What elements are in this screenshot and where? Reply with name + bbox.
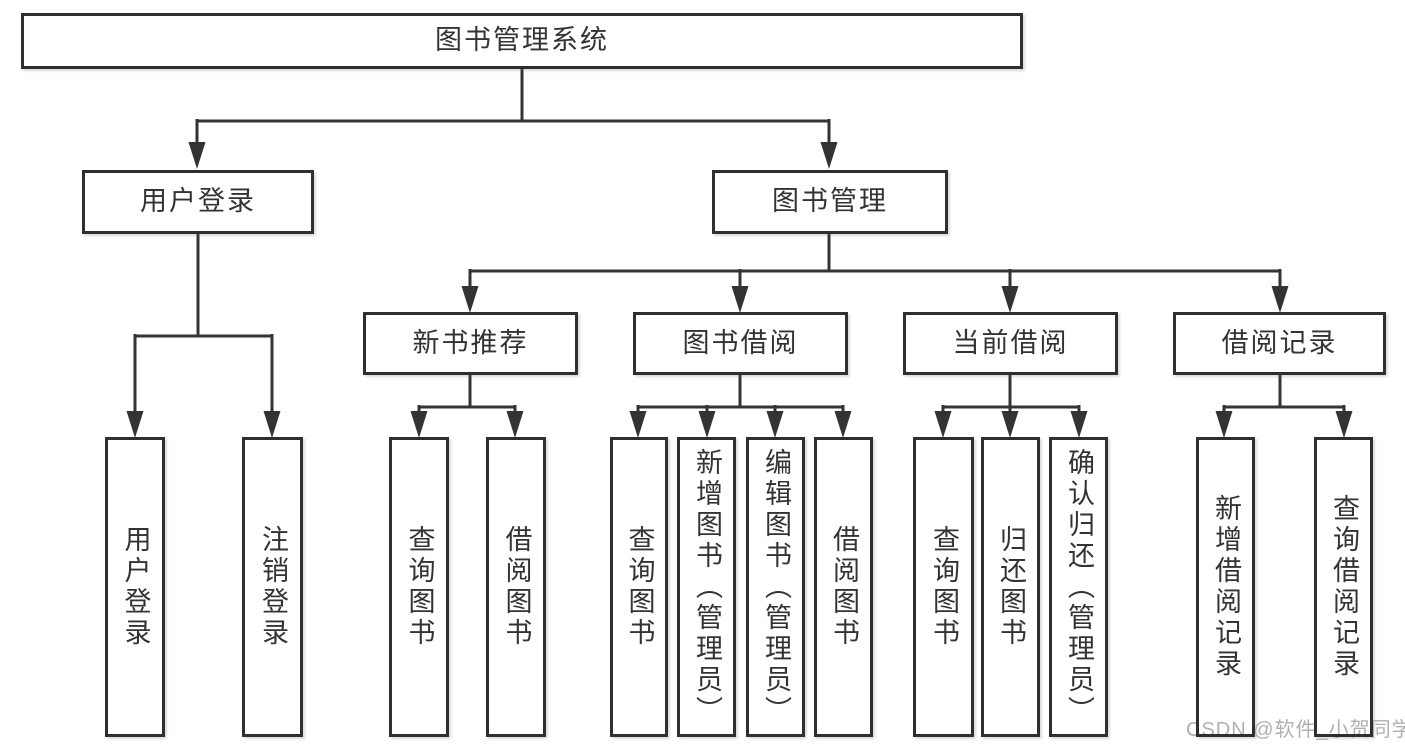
- connector-root: [188, 68, 838, 169]
- leaf-logout: 注销登录: [242, 437, 303, 737]
- arrowhead: [410, 411, 428, 438]
- arrowhead: [731, 286, 749, 313]
- leaf-user-login: 用户登录: [105, 437, 165, 737]
- node-new-book-recommend: 新书推荐: [363, 312, 578, 375]
- arrowhead: [698, 411, 716, 438]
- leaf-borrow-books: 借阅图书: [814, 437, 873, 737]
- leaf-borrow-books-recommend: 借阅图书: [486, 437, 546, 737]
- connector-book-borrow: [629, 374, 852, 438]
- arrowhead: [820, 142, 838, 169]
- arrowhead: [1215, 411, 1233, 438]
- node-current-borrow: 当前借阅: [903, 312, 1118, 375]
- leaf-confirm-return-admin: 确认归还（管理员）: [1049, 437, 1108, 737]
- arrowhead: [1001, 286, 1019, 313]
- csdn-watermark: CSDN @软件_小贺同学: [1186, 719, 1405, 741]
- arrowhead: [1335, 411, 1353, 438]
- node-borrow-records: 借阅记录: [1173, 312, 1386, 375]
- connector-user-login: [126, 233, 281, 438]
- leaf-query-borrow-record: 查询借阅记录: [1314, 437, 1373, 737]
- arrowhead: [834, 411, 852, 438]
- leaf-query-books-borrow: 查询图书: [610, 437, 668, 737]
- leaf-add-borrow-record: 新增借阅记录: [1196, 437, 1255, 737]
- node-book-borrow: 图书借阅: [633, 312, 848, 375]
- leaf-edit-book-admin: 编辑图书（管理员）: [746, 437, 805, 737]
- leaf-return-book: 归还图书: [981, 437, 1040, 737]
- leaf-query-books-current: 查询图书: [913, 437, 974, 737]
- arrowhead: [461, 286, 479, 313]
- arrowhead: [1070, 411, 1088, 438]
- connector-current-borrow: [934, 374, 1088, 438]
- connector-book-management: [461, 233, 1289, 313]
- node-user-login: 用户登录: [82, 170, 314, 234]
- leaf-query-books-recommend: 查询图书: [389, 437, 449, 737]
- arrowhead: [263, 411, 281, 438]
- arrowhead: [934, 411, 952, 438]
- arrowhead: [506, 411, 524, 438]
- arrowhead: [766, 411, 784, 438]
- arrowhead: [1001, 411, 1019, 438]
- arrowhead: [629, 411, 647, 438]
- arrowhead: [188, 142, 206, 169]
- arrowhead: [1271, 286, 1289, 313]
- node-book-management: 图书管理: [712, 170, 948, 234]
- leaf-add-book-admin: 新增图书（管理员）: [677, 437, 736, 737]
- connector-new-book-recommend: [410, 374, 524, 438]
- connector-borrow-records: [1215, 374, 1353, 438]
- node-root: 图书管理系统: [21, 13, 1023, 69]
- arrowhead: [126, 411, 144, 438]
